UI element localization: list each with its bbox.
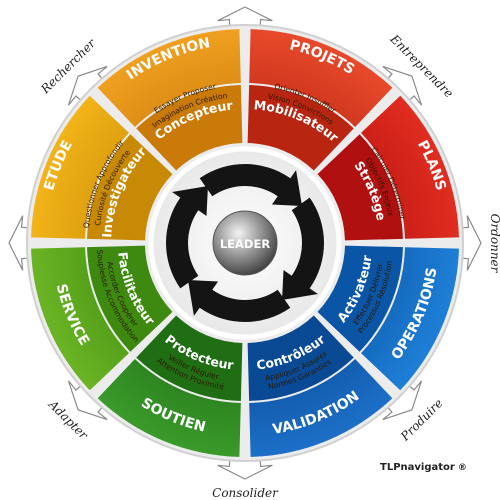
segment-inner-band [317, 245, 403, 352]
brand-logo: TLPnavigator® [380, 462, 467, 473]
cycle-arrow [166, 185, 208, 289]
segment-outer-band [97, 359, 241, 457]
outer-label: Ordonner [488, 214, 500, 274]
cycle-arrows [166, 163, 324, 322]
segment-outer-band [249, 29, 393, 127]
brand-name: TLPnavigator [380, 462, 455, 473]
outer-label: Consolider [212, 486, 279, 500]
brand-mark: ® [458, 463, 467, 473]
segment-outer-band [249, 359, 393, 457]
segment-inner-band [87, 245, 173, 352]
cycle-arrow [187, 280, 291, 322]
cycle-arrow [199, 163, 303, 206]
leader-label: LEADER [220, 237, 270, 251]
segment-inner-band [136, 315, 243, 401]
segment-inner-band [87, 134, 173, 241]
segment-outer-band [97, 29, 241, 127]
segment-inner-band [317, 134, 403, 241]
segment-outer-band [361, 95, 459, 239]
segment-inner-band [136, 85, 243, 171]
segment-outer-band [361, 247, 459, 391]
segment-outer-band [31, 247, 129, 391]
segment-outer-band [31, 95, 129, 239]
cycle-arrow [282, 197, 324, 301]
segment-inner-band [247, 85, 354, 171]
outer-label: Consulter [0, 212, 2, 273]
segment-inner-band [247, 315, 354, 401]
leader-hub [212, 210, 278, 276]
